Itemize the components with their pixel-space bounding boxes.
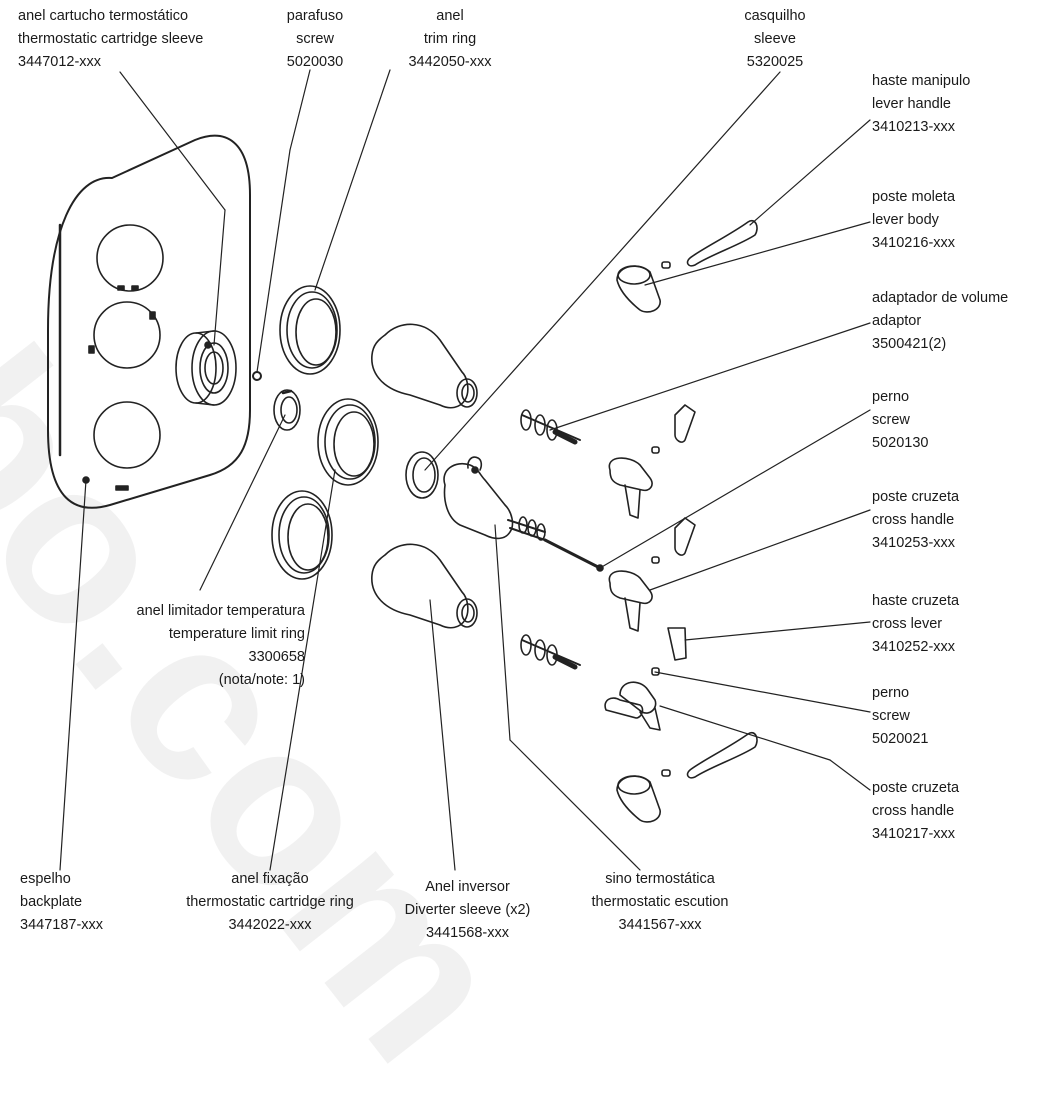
diverter-sleeve-lower-part (371, 543, 478, 629)
label-line: 3410216-xxx (872, 235, 956, 251)
label-line: 3442022-xxx (228, 917, 312, 933)
label-line: 3410253-xxx (872, 535, 956, 551)
label-diverter-sleeve: Anel inversor Diverter sleeve (x2) 34415… (395, 876, 540, 945)
cross-handle-middle-part (608, 517, 696, 632)
lever-handle-part (661, 219, 758, 269)
label-line: anel cartucho termostático (18, 8, 189, 24)
label-adaptor: adaptador de volume adaptor 3500421(2) (872, 287, 1008, 356)
screw-rod-part (543, 538, 604, 572)
label-lever-body: poste moleta lever body 3410216-xxx (872, 186, 955, 255)
label-line: 3442050-xxx (408, 54, 492, 70)
label-line: cross handle (872, 803, 955, 819)
label-line: trim ring (423, 31, 477, 47)
label-line: 3410252-xxx (872, 639, 956, 655)
lever-handle-bottom-part (661, 731, 758, 779)
label-line: perno (872, 685, 910, 701)
cross-handle-upper-part (608, 404, 696, 519)
label-line: 5020021 (872, 731, 929, 747)
label-line: thermostatic cartridge ring (186, 894, 354, 910)
label-line: poste cruzeta (872, 780, 960, 796)
label-line: 3410217-xxx (872, 826, 956, 842)
label-screw-5020130: perno screw 5020130 (872, 386, 928, 455)
label-line: cross lever (872, 616, 943, 632)
exploded-parts-diagram (47, 69, 871, 871)
label-line: Diverter sleeve (x2) (404, 902, 531, 918)
label-line: poste moleta (872, 189, 956, 205)
label-line: sino termostática (605, 871, 715, 887)
diverter-sleeve-upper-part (371, 323, 478, 409)
label-line: 5020030 (286, 54, 344, 70)
adaptor-lower-part (520, 634, 581, 670)
leader-lines (59, 69, 871, 871)
cartridge-fixing-ring-part (317, 398, 379, 486)
cross-handle-lower-part (604, 681, 661, 731)
label-line: sleeve (754, 31, 796, 47)
label-line: 3447187-xxx (20, 917, 104, 933)
label-cartridge-ring: anel fixação thermostatic cartridge ring… (160, 868, 380, 937)
trim-ring-part (279, 285, 341, 375)
label-line: 3441567-xxx (618, 917, 702, 933)
adaptor-upper-part (520, 409, 581, 445)
label-line: adaptor (872, 313, 922, 329)
label-screw-5020021: perno screw 5020021 (872, 682, 928, 751)
label-line: lever handle (872, 96, 951, 112)
screw-part (252, 371, 262, 381)
label-line: thermostatic cartridge sleeve (18, 31, 204, 47)
label-line: thermostatic escution (591, 894, 729, 910)
label-line: anel fixação (231, 871, 309, 887)
label-lever-handle: haste manipulo lever handle 3410213-xxx (872, 70, 970, 139)
label-line: screw (872, 708, 910, 724)
label-line: espelho (20, 871, 71, 887)
label-line: (nota/note: 1) (218, 672, 305, 688)
label-line: 3300658 (248, 649, 305, 665)
label-cross-handle-3410253: poste cruzeta cross handle 3410253-xxx (872, 486, 959, 555)
label-line: 5020130 (872, 435, 929, 451)
label-line: anel limitador temperatura (136, 603, 305, 619)
label-line: Anel inversor (425, 879, 510, 895)
label-line: anel (436, 8, 464, 24)
label-line: parafuso (286, 8, 344, 24)
lower-ring-part (271, 490, 333, 580)
label-thermostatic-escutcheon: sino termostática thermostatic escution … (570, 868, 750, 937)
label-backplate: espelho backplate 3447187-xxx (20, 868, 103, 937)
label-cartridge-sleeve: anel cartucho termostático thermostatic … (18, 5, 203, 74)
lever-body-part (616, 265, 661, 313)
label-line: casquilho (744, 8, 806, 24)
label-cross-lever: haste cruzeta cross lever 3410252-xxx (872, 590, 959, 659)
label-line: 3500421(2) (872, 336, 947, 352)
label-line: adaptador de volume (872, 290, 1009, 306)
label-line: perno (872, 389, 910, 405)
label-line: 3447012-xxx (18, 54, 102, 70)
label-screw-5020030: parafuso screw 5020030 (270, 5, 360, 74)
thermostatic-escutcheon-part (443, 456, 546, 541)
label-trim-ring: anel trim ring 3442050-xxx (395, 5, 505, 74)
label-line: screw (296, 31, 334, 47)
lever-body-bottom-part (616, 775, 661, 823)
temperature-limit-ring-part (273, 389, 301, 431)
label-line: screw (872, 412, 910, 428)
label-line: haste manipulo (872, 73, 971, 89)
backplate-part (47, 134, 251, 509)
label-line: 3441568-xxx (425, 925, 510, 941)
cross-lever-part (651, 627, 687, 676)
label-line: cross handle (872, 512, 955, 528)
label-line: temperature limit ring (168, 626, 305, 642)
label-cross-handle-3410217: poste cruzeta cross handle 3410217-xxx (872, 777, 959, 846)
label-line: backplate (20, 894, 83, 910)
label-line: 5320025 (746, 54, 804, 70)
cartridge-sleeve-part (175, 330, 237, 406)
label-line: poste cruzeta (872, 489, 960, 505)
label-sleeve: casquilho sleeve 5320025 (725, 5, 825, 74)
label-line: lever body (872, 212, 939, 228)
label-temperature-limit-ring: anel limitador temperatura temperature l… (90, 600, 305, 692)
sleeve-part (405, 451, 439, 499)
label-line: 3410213-xxx (872, 119, 956, 135)
label-line: haste cruzeta (872, 593, 960, 609)
